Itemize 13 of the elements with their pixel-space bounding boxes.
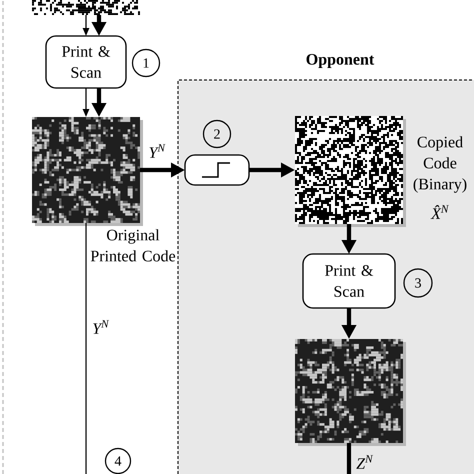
math-symbol: X̂$^{N}$ bbox=[430, 205, 449, 219]
edge-label: Y$^{N}$ bbox=[93, 320, 110, 334]
connector-line bbox=[346, 443, 352, 474]
connector-line bbox=[85, 223, 87, 474]
image-caption: Copied Code (Binary) bbox=[414, 136, 466, 193]
region-title: Opponent bbox=[306, 54, 374, 68]
process-box: Print & Scan bbox=[45, 35, 127, 89]
image-caption: Original Printed Code bbox=[90, 229, 176, 262]
edge-label: Y$^{N}$ bbox=[149, 144, 166, 158]
process-box: Print & Scan bbox=[302, 253, 396, 309]
scanned-code-image bbox=[295, 339, 406, 446]
binary-code-image bbox=[32, 0, 140, 15]
edge-label: Z$^{N}$ bbox=[356, 455, 374, 469]
